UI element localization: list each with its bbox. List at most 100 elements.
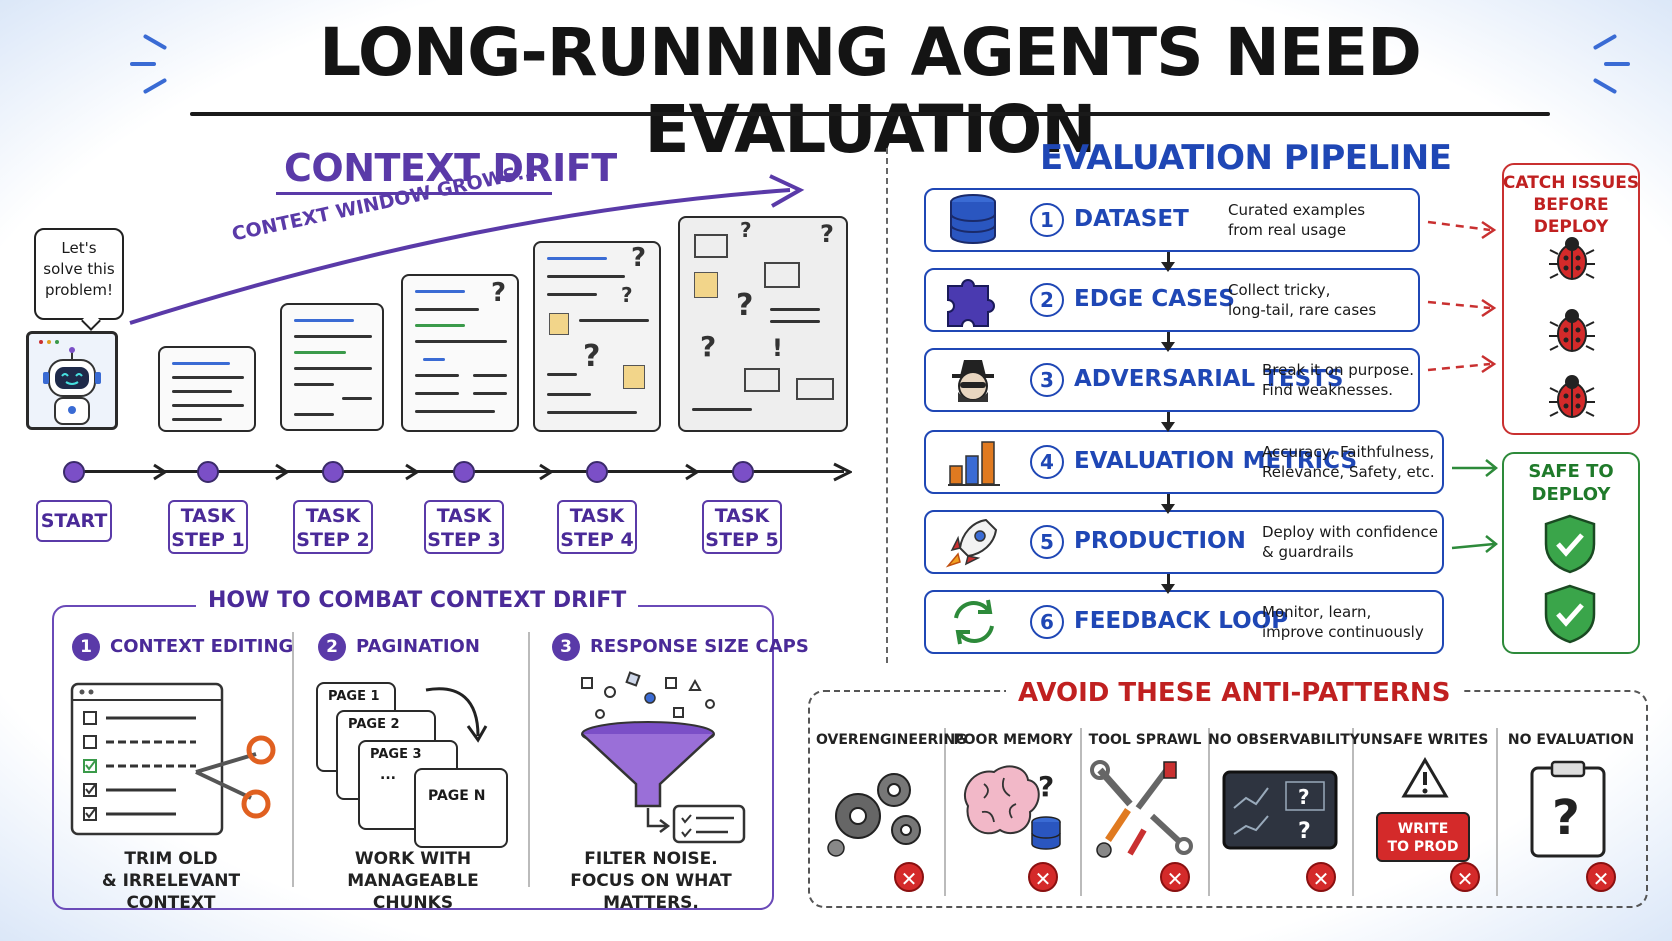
anti-divider	[1080, 728, 1082, 896]
gears-icon	[827, 773, 921, 857]
bubble-line: solve this	[43, 260, 115, 278]
pipeline-desc-line: from real usage	[1228, 221, 1347, 239]
speech-bubble: Let's solve this problem!	[34, 228, 124, 320]
combat-caption-3: FILTER NOISE. FOCUS ON WHAT MATTERS.	[540, 848, 762, 914]
pipeline-num-3: 3	[1030, 363, 1064, 397]
pipeline-num-4: 4	[1030, 445, 1064, 479]
context-grow-arrow	[129, 174, 805, 325]
x-mark-icon: ✕	[1450, 862, 1480, 892]
catch-issues-title: CATCH ISSUES BEFORE DEPLOY	[1502, 172, 1640, 238]
pipeline-arrow	[1161, 262, 1175, 272]
shield-check-icon	[1544, 584, 1596, 644]
pipeline-arrow	[1167, 332, 1170, 346]
pipeline-stage-production	[924, 510, 1444, 574]
pipeline-desc-edge-cases: Collect tricky, long-tail, rare cases	[1228, 280, 1376, 320]
combat-caption-line: FOCUS ON WHAT MATTERS.	[570, 871, 732, 913]
anti-label-tool-sprawl: TOOL SPRAWL	[1088, 732, 1202, 748]
timeline-label-step4: TASK STEP 4	[557, 500, 637, 554]
combat-caption-2: WORK WITH MANAGEABLE CHUNKS	[300, 848, 526, 914]
pipeline-desc-metrics: Accuracy, Faithfulness, Relevance, Safet…	[1262, 442, 1435, 482]
timeline-label-step5: TASK STEP 5	[702, 500, 782, 554]
pipeline-desc-line: Monitor, learn,	[1262, 603, 1372, 621]
context-doc-step5: ? ? ? ? !	[678, 216, 848, 432]
x-mark-icon: ✕	[1028, 862, 1058, 892]
catch-issues-panel	[1502, 163, 1640, 435]
pipeline-name-metrics: EVALUATION METRICS	[1074, 448, 1358, 474]
shield-check-icon	[1544, 514, 1596, 574]
curved-arrow-icon	[425, 687, 488, 743]
pipeline-arrow	[1167, 412, 1170, 426]
context-doc-step2	[280, 303, 384, 431]
bubble-line: problem!	[44, 281, 114, 299]
bug-icon	[1549, 375, 1595, 418]
pipeline-stage-feedback	[924, 590, 1444, 654]
combat-head-context-editing: CONTEXT EDITING	[110, 636, 294, 657]
timeline-arrowhead	[405, 463, 420, 481]
pipeline-name-dataset: DATASET	[1074, 206, 1189, 232]
combat-caption-line: CHUNKS	[372, 893, 454, 913]
timeline-arrowhead	[539, 463, 554, 481]
timeline-label-text: TASK	[569, 505, 625, 527]
combat-caption-line: TRIM OLD	[124, 849, 218, 869]
bug-icon	[1549, 237, 1595, 280]
pipeline-desc-line: Accuracy, Faithfulness,	[1262, 443, 1435, 461]
anti-label-overengineering: OVERENGINEERING	[816, 732, 967, 748]
pipeline-arrow	[1167, 494, 1170, 508]
safe-title-line: DEPLOY	[1531, 484, 1611, 505]
write-to-prod-badge: WRITE TO PROD	[1376, 812, 1470, 862]
page-card-label: PAGE N	[428, 788, 486, 804]
pipeline-desc-line: Relevance, Safety, etc.	[1262, 463, 1435, 481]
timeline-label-step1: TASK STEP 1	[168, 500, 248, 554]
page-card: PAGE N	[414, 768, 508, 848]
pipeline-arrow	[1161, 504, 1175, 514]
pipeline-desc-line: Break it on purpose.	[1262, 361, 1414, 379]
pipeline-num-6: 6	[1030, 605, 1064, 639]
timeline-label-text: TASK	[305, 505, 361, 527]
page-card-label: PAGE 3	[370, 747, 422, 762]
page-card-label: PAGE 1	[328, 689, 380, 704]
anti-label-no-observability: NO OBSERVABILITY	[1208, 732, 1360, 748]
safe-arrows	[1451, 459, 1499, 553]
timeline-node	[322, 461, 344, 483]
anti-divider	[1208, 728, 1210, 896]
refresh-icon	[954, 599, 994, 645]
anti-divider	[1496, 728, 1498, 896]
context-doc-step4: ? ? ?	[533, 241, 661, 432]
timeline-label-text: STEP 5	[705, 529, 779, 551]
combat-title: HOW TO COMBAT CONTEXT DRIFT	[196, 588, 639, 613]
catch-title-line: CATCH ISSUES	[1502, 173, 1640, 193]
pipeline-name-production: PRODUCTION	[1074, 528, 1246, 554]
combat-num-1: 1	[72, 633, 100, 661]
timeline-label-start: START	[36, 500, 112, 542]
timeline-label-text: STEP 1	[171, 529, 245, 551]
page-card-ellipsis: ...	[380, 767, 396, 783]
svg-text:?: ?	[1038, 770, 1054, 803]
combat-num-2: 2	[318, 633, 346, 661]
catch-title-line: BEFORE DEPLOY	[1533, 195, 1609, 237]
timeline-node	[732, 461, 754, 483]
safe-deploy-panel	[1502, 452, 1640, 654]
pipeline-desc-line: Curated examples	[1228, 201, 1366, 219]
pipeline-arrow	[1167, 252, 1170, 266]
pipeline-stage-adversarial	[924, 348, 1420, 412]
combat-head-pagination: PAGINATION	[356, 636, 480, 657]
timeline-arrowhead	[153, 463, 168, 481]
timeline-label-text: STEP 3	[427, 529, 501, 551]
pipeline-num-2: 2	[1030, 283, 1064, 317]
timeline-label-text: TASK	[714, 505, 770, 527]
context-drift-title: CONTEXT DRIFT	[284, 146, 617, 190]
combat-divider	[292, 632, 294, 887]
pipeline-name-feedback: FEEDBACK LOOP	[1074, 608, 1289, 634]
clipboard-icon: ?	[1530, 760, 1606, 858]
tools-icon	[1090, 760, 1193, 858]
x-mark-icon: ✕	[1306, 862, 1336, 892]
puzzle-icon	[947, 279, 995, 327]
warning-icon	[1401, 757, 1449, 798]
combat-head-response-caps: RESPONSE SIZE CAPS	[590, 636, 809, 657]
combat-caption-1: TRIM OLD & IRRELEVANT CONTEXT	[66, 848, 276, 914]
pipeline-desc-dataset: Curated examples from real usage	[1228, 200, 1365, 240]
pipeline-desc-adversarial: Break it on purpose. Find weaknesses.	[1262, 360, 1414, 400]
timeline-label-text: START	[40, 510, 108, 532]
pipeline-arrow	[1161, 342, 1175, 352]
anti-label-unsafe-writes: UNSAFE WRITES	[1359, 732, 1489, 748]
